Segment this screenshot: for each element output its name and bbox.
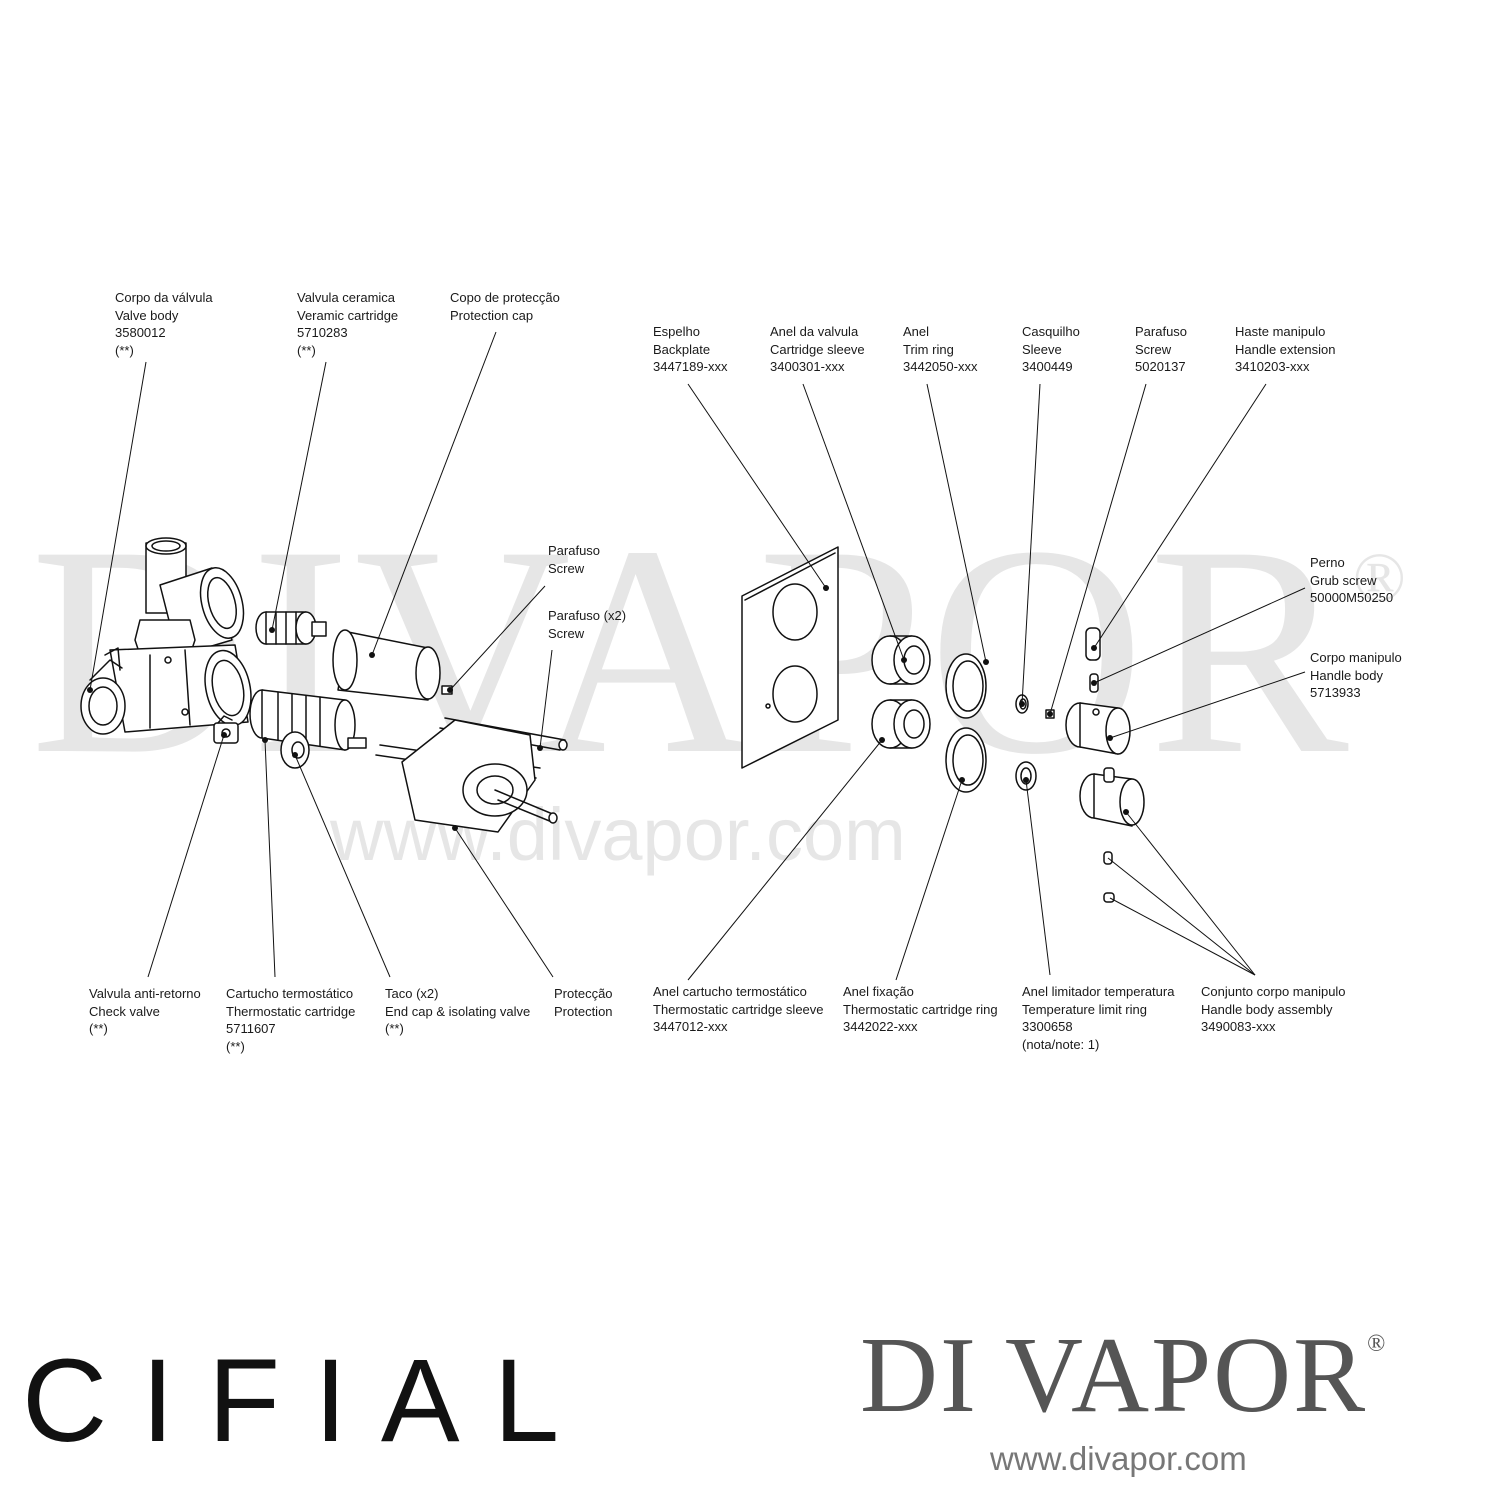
protection-part: [375, 717, 568, 833]
handle-body-part: [1065, 702, 1131, 755]
trim-ring-part: [945, 653, 987, 719]
leader-screw-x2: [539, 649, 553, 749]
handle-body-assembly-part: [1079, 767, 1145, 903]
leader-handle-assembly-2: [1107, 857, 1256, 976]
leader-protection-cap: [371, 331, 497, 656]
thermostatic-cartridge-sleeve-part: [871, 699, 931, 749]
leader-screw-b: [1049, 383, 1147, 715]
leader-handle-body: [1109, 671, 1306, 739]
backplate-part: [741, 546, 839, 769]
leader-valve-body: [89, 361, 147, 691]
leader-temp-limit-ring: [1025, 779, 1051, 976]
thermostatic-cartridge-part: [249, 689, 367, 751]
leader-check-valve: [147, 734, 225, 978]
leader-ceramic-cartridge: [271, 361, 327, 631]
leader-sleeve: [1021, 383, 1041, 705]
label-screw-x2: Parafuso (x2)Screw: [548, 608, 627, 641]
temperature-limit-ring-part: [1015, 761, 1037, 791]
cifial-logo: CIFIAL: [22, 1335, 594, 1467]
end-cap-part: [280, 731, 310, 769]
valve-body-part: [80, 537, 252, 735]
leader-thermo-ring: [895, 779, 963, 981]
leader-handle-assembly-3: [1109, 897, 1256, 976]
label-end-cap: Taco (x2)End cap & isolating valve (**): [385, 986, 531, 1036]
cartridge-sleeve-part: [871, 635, 931, 685]
ceramic-cartridge-part: [255, 611, 327, 645]
leader-handle-extension: [1093, 383, 1267, 649]
divapor-url: www.divapor.com: [990, 1440, 1247, 1477]
divapor-logo: DI VAPOR®: [860, 1316, 1388, 1435]
leader-cartridge-sleeve: [802, 383, 905, 661]
leader-grub-screw: [1093, 587, 1306, 684]
leader-trim-ring: [926, 383, 987, 663]
thermostatic-cartridge-ring-part: [945, 727, 987, 793]
leader-screw-a: [449, 585, 546, 691]
leader-end-cap: [294, 754, 391, 978]
protection-cap-part: [332, 629, 441, 701]
leader-thermo-cartridge: [264, 739, 276, 978]
leader-protection: [454, 827, 554, 978]
watermark-divapor: DIVAPOR®: [30, 484, 1410, 816]
leader-thermo-sleeve: [687, 739, 883, 981]
leader-backplate: [687, 383, 827, 589]
handle-extension-part: [1085, 627, 1101, 661]
leader-handle-assembly-1: [1125, 811, 1256, 976]
